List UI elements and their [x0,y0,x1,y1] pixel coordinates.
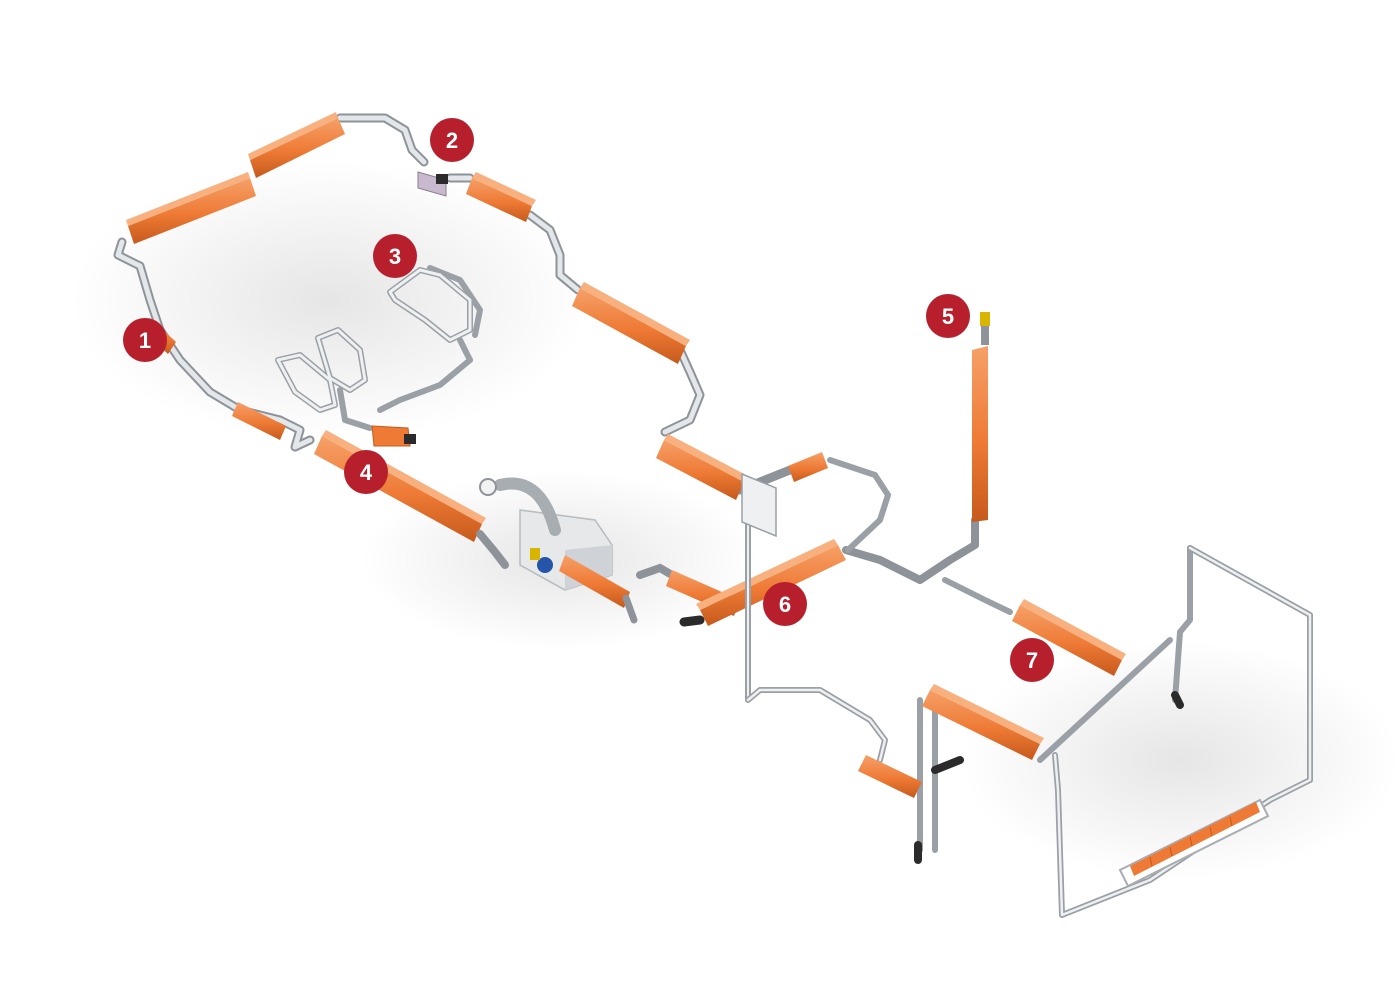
duct-bottom-left [232,402,286,440]
radiator-heater [1118,798,1270,888]
duct-right-b [656,434,748,500]
duct-right-c [788,452,828,482]
callout-7-label: 7 [1026,648,1038,673]
callout-4[interactable]: 4 [344,450,388,494]
seat-frames [275,265,483,431]
duct-right-a [572,282,690,364]
hvac-box [371,425,416,447]
duct-top-left-b [248,112,345,178]
duct-top-left-a [126,172,256,244]
duct-top-right [466,172,536,222]
callout-1-label: 1 [139,328,151,353]
machine-unit [479,477,638,624]
lower-frame-ducts [858,599,1184,864]
floor-shadows [70,160,1400,880]
callout-6-label: 6 [779,592,791,617]
callout-3-label: 3 [389,244,401,269]
callout-2[interactable]: 2 [430,118,474,162]
callout-3[interactable]: 3 [373,234,417,278]
vertical-duct-section-5 [972,312,990,522]
callout-badges: 1 2 3 4 5 6 7 [123,118,1054,682]
callout-1[interactable]: 1 [123,318,167,362]
callout-2-label: 2 [446,128,458,153]
callout-5-label: 5 [942,304,954,329]
junction-section-6 [636,457,979,700]
callout-6[interactable]: 6 [763,582,807,626]
callout-4-label: 4 [360,460,373,485]
upper-loop-ducts [126,112,828,500]
wall-outlet-unit [417,171,448,197]
callout-5[interactable]: 5 [926,294,970,338]
callout-7[interactable]: 7 [1010,638,1054,682]
